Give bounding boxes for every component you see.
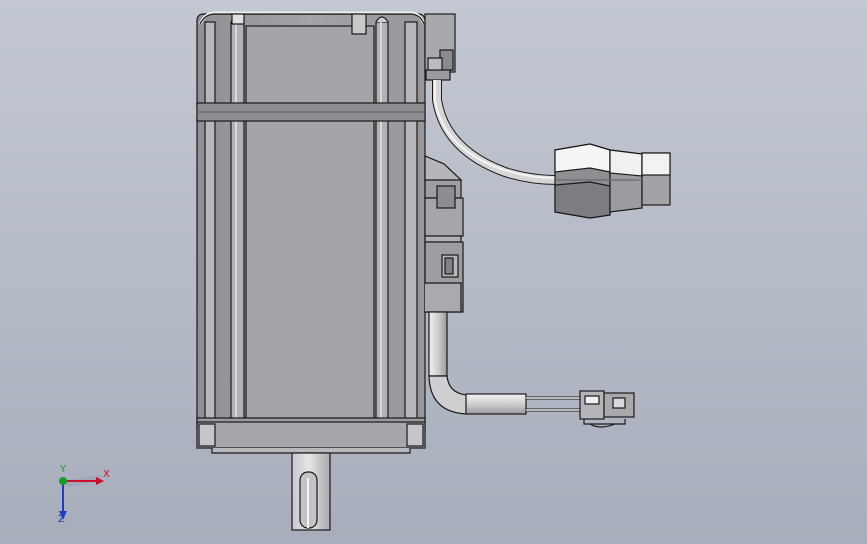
cable-elbow bbox=[428, 375, 469, 415]
motor-body bbox=[196, 11, 426, 454]
front-face-panel bbox=[245, 25, 375, 419]
right-rib-outer bbox=[404, 21, 418, 423]
top-tab-right bbox=[351, 13, 367, 35]
power-connector-plug bbox=[554, 143, 671, 219]
orientation-triad bbox=[59, 475, 104, 520]
x-axis-arrow-icon bbox=[96, 477, 104, 485]
left-rib-outer bbox=[204, 21, 216, 423]
bottom-flange bbox=[196, 421, 426, 449]
left-rib-inner bbox=[230, 21, 245, 423]
output-shaft bbox=[291, 452, 331, 531]
top-notch-right bbox=[375, 16, 389, 23]
y-axis-label: Y bbox=[60, 464, 67, 475]
encoder-plug bbox=[579, 390, 635, 428]
z-axis-arrow-icon bbox=[59, 511, 67, 520]
flange-corner-left bbox=[198, 423, 216, 447]
flange-corner-right bbox=[406, 423, 424, 447]
top-tab-left bbox=[231, 13, 245, 25]
right-rib-inner bbox=[375, 21, 389, 423]
power-cable bbox=[432, 80, 558, 185]
y-axis-dot-icon bbox=[59, 477, 67, 485]
x-axis-label: X bbox=[103, 469, 110, 480]
cable-sleeve bbox=[465, 393, 527, 415]
encoder-cable bbox=[428, 311, 580, 415]
z-axis-label: Z bbox=[58, 514, 65, 525]
top-connector-housing bbox=[424, 13, 456, 81]
encoder-connector-housing bbox=[424, 155, 464, 313]
flange-lip bbox=[211, 448, 411, 454]
